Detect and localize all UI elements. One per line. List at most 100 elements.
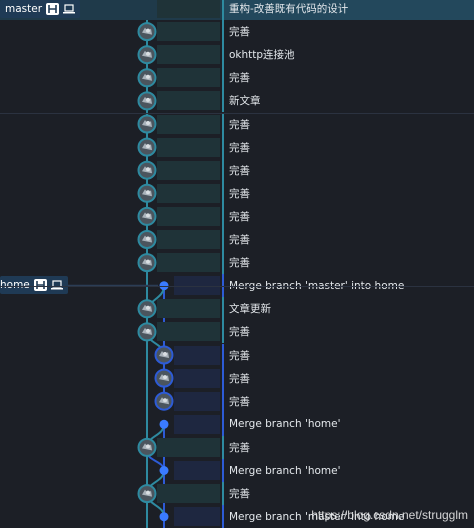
commit-message: Merge branch 'master' into home [222,505,474,528]
commit-avatar-node [137,230,157,249]
commit-row[interactable]: 完善 [0,158,474,182]
commit-message: Merge branch 'master' into home [222,274,474,298]
commit-message: Merge branch 'home' [222,412,474,436]
watermark: https://blog.csdn.net/strugglm [311,508,468,522]
commit-row[interactable]: 文章更新 [0,297,474,321]
commit-row[interactable]: 重构-改善既有代码的设计 [0,0,474,20]
commit-message: okhttp连接池 [222,43,474,67]
commit-message: 完善 [222,112,474,136]
commit-row-highlight [157,114,220,134]
commit-message: 完善 [222,389,474,413]
commit-row-highlight [174,391,220,411]
commit-avatar-node [137,183,157,203]
commit-avatar-node [137,45,157,65]
commit-row[interactable]: Merge branch 'master' into home [0,274,474,298]
commit-message: 完善 [222,251,474,275]
commit-row[interactable]: 完善 [0,20,474,44]
commit-message: 完善 [222,228,474,251]
branch-merge-icon [33,279,47,291]
commit-row[interactable]: 完善 [0,66,474,90]
commit-avatar-node [137,437,157,457]
commit-row-highlight [157,160,220,180]
commit-row-highlight [174,414,220,434]
commit-row-highlight [157,68,220,88]
commit-row-highlight [157,299,220,319]
commit-row[interactable]: 完善 [0,181,474,205]
commit-message: 重构-改善既有代码的设计 [222,0,474,20]
commit-row[interactable]: 完善 [0,112,474,136]
commit-row-highlight [157,206,220,226]
branch-tag-master[interactable]: master [0,0,81,18]
commit-message: 完善 [222,158,474,182]
commit-avatar-node [137,299,157,319]
commit-avatar-node [137,68,157,88]
commit-avatar-node [137,137,157,157]
commit-row-highlight [157,22,220,42]
commit-message: 文章更新 [222,297,474,321]
commit-row-highlight [174,507,220,527]
laptop-icon [50,280,63,290]
commit-row-highlight [157,484,220,504]
commit-avatar-node [137,22,157,42]
commit-row[interactable]: 完善 [0,320,474,344]
commit-row[interactable]: 完善 [0,389,474,413]
commit-row-highlight [157,183,220,203]
commit-row-highlight [157,45,220,65]
commit-message: 完善 [222,181,474,205]
commit-row[interactable]: 完善 [0,135,474,159]
branch-merge-icon [46,3,60,15]
branch-tag-home[interactable]: home [0,276,68,294]
merge-commit-dot [159,419,169,429]
commit-row-highlight [157,437,220,457]
commit-message: 完善 [222,320,474,344]
merge-commit-dot [159,512,169,522]
commit-row[interactable]: 完善 [0,204,474,228]
commit-avatar-node [137,322,157,342]
row-separator [0,113,474,114]
commit-message: 完善 [222,366,474,390]
commit-row-highlight [157,230,220,249]
commit-message: 完善 [222,343,474,367]
branch-name-master: master [5,3,43,15]
commit-message: 新文章 [222,89,474,113]
commit-row[interactable]: 新文章 [0,89,474,113]
commit-row-highlight [174,345,220,365]
commit-message: 完善 [222,135,474,159]
commit-avatar-node [137,91,157,111]
branch-name-home: home [0,279,30,291]
row-separator [0,286,474,287]
merge-commit-dot [159,466,169,475]
commit-message: 完善 [222,204,474,228]
commit-row[interactable]: 完善 [0,435,474,459]
commit-message: 完善 [222,482,474,506]
commit-message: 完善 [222,435,474,459]
commit-row-highlight [174,368,220,388]
laptop-icon [63,4,76,14]
commit-row-highlight [174,461,220,480]
commit-row-highlight [157,91,220,111]
commit-row-highlight [157,137,220,157]
commit-avatar-node [154,391,174,411]
commit-row[interactable]: 完善 [0,482,474,506]
commit-row-highlight [174,276,220,296]
commit-message: 完善 [222,20,474,44]
commit-row[interactable]: 完善 [0,251,474,275]
commit-message: 完善 [222,66,474,90]
commit-avatar-node [154,345,174,365]
commit-row[interactable]: 完善 [0,343,474,367]
commit-row[interactable]: 完善 [0,228,474,251]
commit-row[interactable]: Merge branch 'master' into home [0,505,474,528]
commit-avatar-node [137,160,157,180]
commit-row[interactable]: Merge branch 'home' [0,459,474,482]
commit-avatar-node [137,206,157,226]
commit-row[interactable]: 完善 [0,366,474,390]
commit-row-highlight [157,322,220,342]
commit-avatar-node [154,368,174,388]
commit-avatar-node [137,253,157,273]
merge-commit-dot [159,281,169,291]
commit-message: Merge branch 'home' [222,459,474,482]
commit-row-highlight [157,253,220,273]
commit-row[interactable]: okhttp连接池 [0,43,474,67]
commit-row[interactable]: Merge branch 'home' [0,412,474,436]
commit-avatar-node [137,114,157,134]
